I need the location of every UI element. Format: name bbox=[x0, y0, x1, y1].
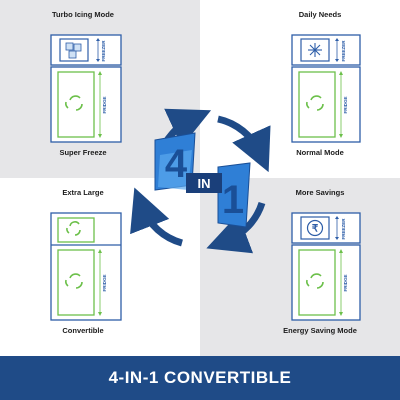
panel-bottom-label: Super Freeze bbox=[59, 148, 107, 157]
freezer-label: FREEZER bbox=[101, 40, 106, 62]
center-digit-1: 1 bbox=[222, 178, 244, 222]
panel-top-label: Turbo Icing Mode bbox=[52, 10, 114, 19]
arrow-bottom-left bbox=[130, 187, 184, 247]
fridge-label: FRIDGE bbox=[343, 274, 348, 291]
fridge-label: FRIDGE bbox=[102, 274, 107, 291]
center-badge: IN bbox=[198, 176, 211, 191]
panel-bottom-label: Energy Saving Mode bbox=[283, 326, 357, 335]
center-digit-4: 4 bbox=[165, 142, 188, 186]
fridge-label: FRIDGE bbox=[102, 96, 107, 113]
panel-bottom-label: Normal Mode bbox=[296, 148, 344, 157]
recycle-icon bbox=[306, 95, 324, 111]
fridge-diagram: ₹ FREEZER FRIDGE bbox=[291, 212, 361, 321]
freezer-label: FREEZER bbox=[341, 218, 346, 240]
panel-top-label: More Savings bbox=[295, 188, 345, 197]
panel-bottom-label: Convertible bbox=[62, 326, 104, 335]
fridge-label: FRIDGE bbox=[343, 96, 348, 113]
panel-top-label: Extra Large bbox=[62, 188, 104, 197]
cycle-arrows: 4 1 IN bbox=[130, 108, 271, 254]
snowflake-icon bbox=[308, 43, 322, 57]
recycle-icon bbox=[65, 221, 83, 289]
arrow-bottom-right bbox=[206, 201, 266, 254]
bottom-banner: 4-IN-1 CONVERTIBLE bbox=[0, 356, 400, 400]
fridge-diagram: FREEZER FRIDGE bbox=[291, 34, 361, 143]
svg-text:₹: ₹ bbox=[312, 224, 319, 235]
ice-cubes-icon bbox=[65, 42, 82, 59]
rupee-icon: ₹ bbox=[306, 219, 324, 237]
panel-top-label: Daily Needs bbox=[298, 10, 342, 19]
fridge-diagram: FREEZER FRIDGE bbox=[50, 34, 122, 143]
banner-title: 4-IN-1 CONVERTIBLE bbox=[108, 368, 292, 387]
ice-logo: 4 1 IN bbox=[154, 132, 251, 228]
arrow-top-right bbox=[217, 115, 271, 173]
recycle-icon bbox=[65, 95, 83, 111]
recycle-icon bbox=[306, 273, 324, 289]
panel-turbo-icing: Turbo Icing Mode FREEZER FRIDGE Super Fr… bbox=[0, 0, 200, 178]
fridge-diagram: FRIDGE bbox=[50, 212, 122, 321]
freezer-label: FREEZER bbox=[341, 40, 346, 62]
